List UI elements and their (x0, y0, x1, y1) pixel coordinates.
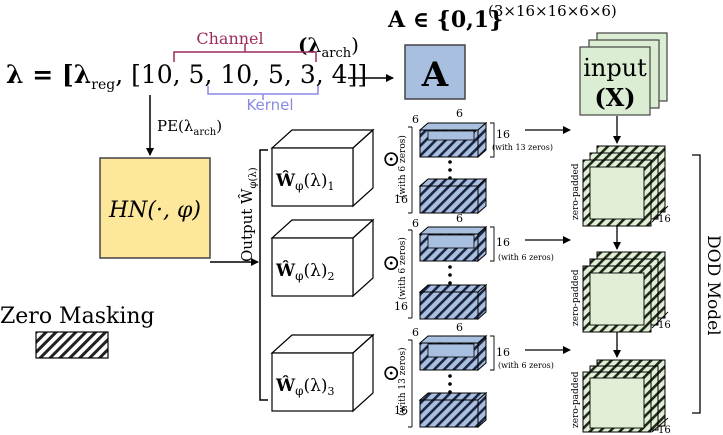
kernel-3-bottom: 16 (394, 404, 408, 417)
kernel-stack-2 (408, 225, 495, 321)
kernel-1-right-note: (with 13 zeros) (492, 143, 553, 152)
weight-cube-2 (270, 218, 375, 298)
feature-map-2-depth: 16 (658, 320, 671, 331)
kernel-2-right-note: (with 6 zeros) (498, 253, 554, 262)
zero-masking-swatch (35, 331, 109, 359)
feature-map-1-note: zero-padded (571, 163, 581, 220)
A-exponent: (3×16×16×6×6) (488, 2, 617, 20)
weight-label-1: Ŵφ(λ)1 (275, 170, 335, 193)
weight-label-3: Ŵφ(λ)3 (275, 375, 335, 398)
dod-model-label: DOD Model (703, 235, 723, 336)
A-set-label: A ∈ {0,1} (387, 7, 503, 33)
kernel-3-right-note: (with 6 zeros) (498, 361, 554, 370)
hadamard-operator-2: ⊙ (382, 251, 400, 276)
channel-label: Channel (196, 29, 263, 48)
kernel-3-right: 16 (496, 346, 510, 359)
lambda-values: , [10, 5, 10, 5, 3, 4]] (115, 60, 367, 89)
kernel-label: Kernel (246, 96, 293, 114)
dod-bracket (692, 154, 701, 414)
lambda-lhs: λ = [λ (6, 60, 91, 89)
feature-map-1 (582, 145, 669, 227)
hypernetwork-label: HN(·, φ) (108, 198, 201, 223)
kernel-1-side: 6 (412, 113, 419, 126)
lambda-equation: λ = [λreg, [10, 5, 10, 5, 3, 4]] (6, 60, 367, 93)
kernel-3-top: 6 (456, 321, 463, 334)
feature-map-1-depth: 16 (658, 214, 671, 225)
A-box-letter: A (421, 55, 449, 95)
feature-map-2 (582, 251, 669, 333)
input-label-line2: (X) (594, 83, 635, 112)
feature-map-3-note: zero-padded (571, 371, 581, 428)
feature-map-3-depth: 16 (658, 425, 671, 435)
weight-cube-3 (270, 333, 375, 413)
hadamard-operator-1: ⊙ (382, 147, 400, 172)
feature-map-3 (582, 359, 669, 433)
kernel-2-left-note: (with 6 zeros) (397, 237, 408, 300)
output-bracket (259, 149, 268, 401)
kernel-2-side: 6 (412, 217, 419, 230)
kernel-2-right: 16 (496, 236, 510, 249)
input-stack (579, 32, 668, 116)
kernel-1-left-note: (with 6 zeros) (397, 135, 408, 198)
kernel-stack-1 (408, 121, 495, 215)
weight-label-2: Ŵφ(λ)2 (275, 260, 335, 283)
kernel-1-top: 6 (456, 107, 463, 120)
kernel-stack-3 (408, 334, 495, 429)
kernel-3-side: 6 (412, 326, 419, 339)
hadamard-operator-3: ⊙ (382, 361, 400, 386)
hypernetwork-box (99, 157, 211, 259)
lambda-lhs-sub: reg (91, 77, 115, 93)
kernel-1-right: 16 (496, 128, 510, 141)
kernel-bracket (207, 86, 319, 100)
input-label-line1: input (583, 54, 647, 82)
A-box (404, 44, 466, 100)
feature-map-2-note: zero-padded (571, 269, 581, 326)
kernel-2-bottom: 16 (394, 300, 408, 313)
kernel-2-top: 6 (456, 212, 463, 225)
lambda-arch-label: (λarch) (298, 33, 359, 61)
zero-masking-label: Zero Masking (0, 304, 155, 329)
kernel-1-bottom: 16 (394, 193, 408, 206)
weight-cube-1 (270, 128, 375, 208)
pe-label: PE(λarch) (157, 117, 222, 138)
output-label: Output Ŵφ(λ) (238, 167, 259, 262)
kernel-3-left-note: (with 13 zeros) (397, 347, 408, 416)
channel-bracket (173, 44, 317, 62)
